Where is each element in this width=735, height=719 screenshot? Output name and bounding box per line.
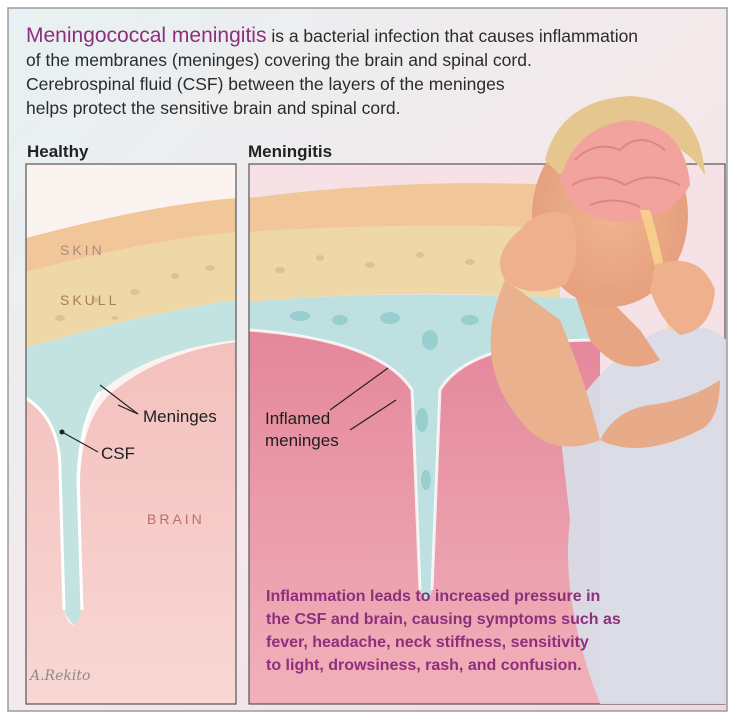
brain-tissue <box>26 342 236 704</box>
intro-line-4: helps protect the sensitive brain and sp… <box>26 98 401 118</box>
healthy-panel-frame <box>25 163 237 705</box>
symptoms-line-2: the CSF and brain, causing symptoms such… <box>266 611 621 628</box>
symptoms-line-1: Inflammation leads to increased pressure… <box>266 588 601 605</box>
label-inflamed-line-1: Inflamed <box>265 409 331 428</box>
csf-marker <box>59 429 65 435</box>
forearm-left <box>490 280 600 447</box>
label-brain: BRAIN <box>147 511 205 527</box>
label-meninges: Meninges <box>143 407 217 426</box>
inflamed-meninges-layer <box>249 294 600 600</box>
skull-layer-meningitis <box>249 225 560 302</box>
intro-line-3: Cerebrospinal fluid (CSF) between the la… <box>26 74 505 94</box>
label-skull: SKULL <box>60 292 120 308</box>
healthy-cross-section <box>26 164 236 704</box>
label-inflamed-meninges: Inflamed meninges <box>265 408 339 452</box>
label-inflamed-line-2: meninges <box>265 431 339 450</box>
intro-line-2: of the membranes (meninges) covering the… <box>26 50 532 70</box>
skin-layer <box>26 198 236 272</box>
hand-forehead <box>500 212 577 292</box>
intro-highlight: Meningococcal meningitis <box>26 24 267 47</box>
label-csf: CSF <box>101 444 135 463</box>
intro-line-1: is a bacterial infection that causes inf… <box>266 26 639 46</box>
artist-signature: A.Rekito <box>30 668 91 684</box>
callout-leader-lines <box>61 367 397 453</box>
skull-layer <box>26 232 236 348</box>
skin-layer-meningitis <box>249 183 560 232</box>
label-skin: SKIN <box>60 242 105 258</box>
intro-paragraph: Meningococcal meningitis is a bacterial … <box>26 24 716 120</box>
symptoms-line-4: to light, drowsiness, rash, and confusio… <box>266 657 582 674</box>
forearm-right <box>600 380 720 448</box>
symptoms-paragraph: Inflammation leads to increased pressure… <box>266 585 706 677</box>
person-figure <box>490 96 726 704</box>
panel-title-meningitis: Meningitis <box>248 142 333 161</box>
hand-neck <box>650 260 715 335</box>
symptoms-line-3: fever, headache, neck stiffness, sensiti… <box>266 634 589 651</box>
panel-title-healthy: Healthy <box>27 142 89 161</box>
inflamed-brain-tissue <box>249 330 600 704</box>
